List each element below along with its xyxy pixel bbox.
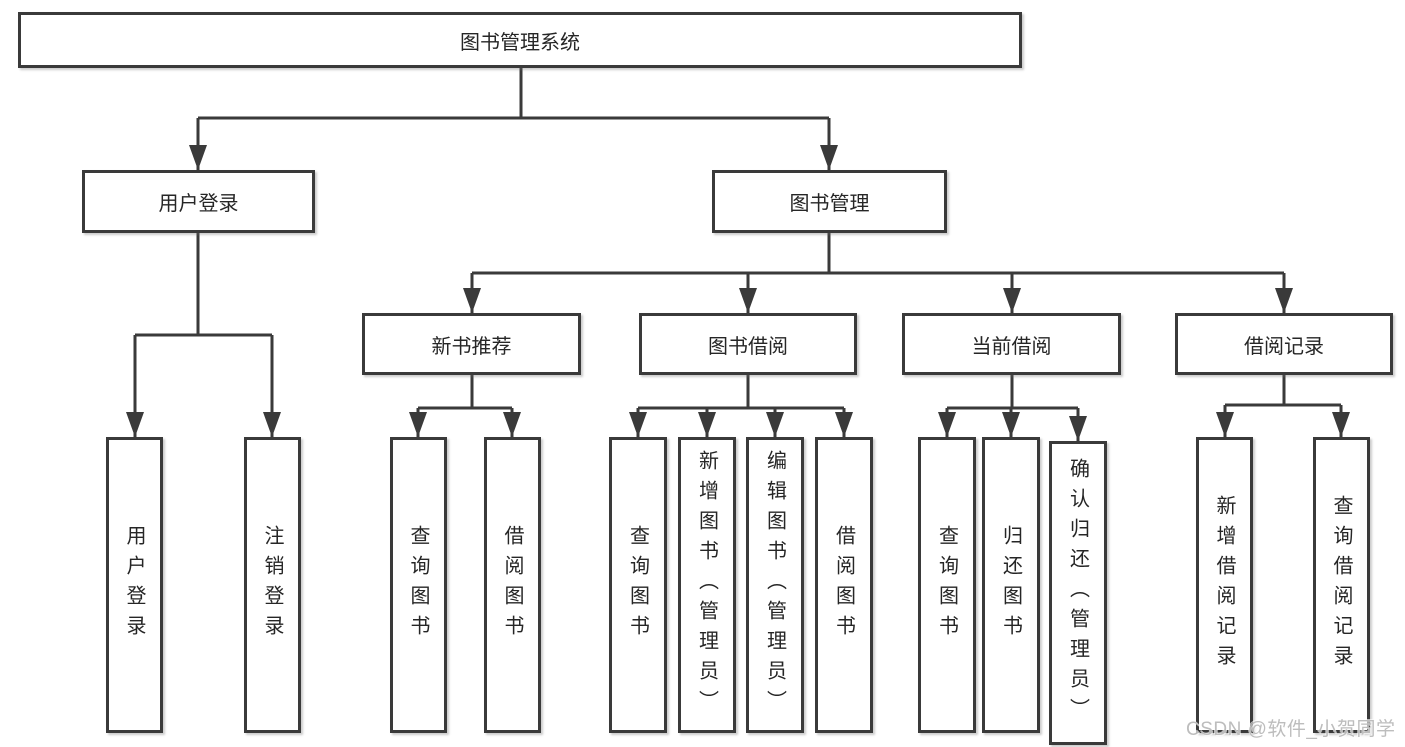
leaf-bb-edit-book: 编辑图书（管理员） xyxy=(746,437,804,733)
connector-userlogin-to-leaves xyxy=(133,233,274,437)
node-user-login: 用户登录 xyxy=(82,170,315,233)
leaf-cb-query-book: 查询图书 xyxy=(918,437,976,733)
leaf-user-login: 用户登录 xyxy=(106,437,163,733)
node-current-borrowing: 当前借阅 xyxy=(902,313,1121,375)
leaf-bb-borrow-book: 借阅图书 xyxy=(815,437,873,733)
leaf-bb-query-book: 查询图书 xyxy=(609,437,667,733)
leaf-cb-confirm-return: 确认归还（管理员） xyxy=(1049,441,1107,745)
leaf-logout: 注销登录 xyxy=(244,437,301,733)
leaf-br-query-record: 查询借阅记录 xyxy=(1313,437,1370,733)
node-book-management: 图书管理 xyxy=(712,170,947,233)
node-book-borrowing: 图书借阅 xyxy=(639,313,857,375)
leaf-br-add-record: 新增借阅记录 xyxy=(1196,437,1253,733)
leaf-cb-return-book: 归还图书 xyxy=(982,437,1040,733)
leaf-rec-borrow-book: 借阅图书 xyxy=(484,437,541,733)
leaf-bb-add-book: 新增图书（管理员） xyxy=(678,437,736,733)
connector-newbookrec-to-leaves xyxy=(416,375,514,437)
node-borrowing-records: 借阅记录 xyxy=(1175,313,1393,375)
connector-borrowrecord-to-leaves xyxy=(1223,375,1343,437)
connector-bookmgmt-to-level3 xyxy=(470,233,1286,313)
csdn-watermark: CSDN @软件_小贺同学 xyxy=(1186,719,1396,740)
node-library-system: 图书管理系统 xyxy=(18,12,1022,68)
node-new-book-recommend: 新书推荐 xyxy=(362,313,581,375)
leaf-rec-query-book: 查询图书 xyxy=(390,437,447,733)
connector-bookborrow-to-leaves xyxy=(636,375,846,437)
connector-root-to-level2 xyxy=(196,68,831,170)
